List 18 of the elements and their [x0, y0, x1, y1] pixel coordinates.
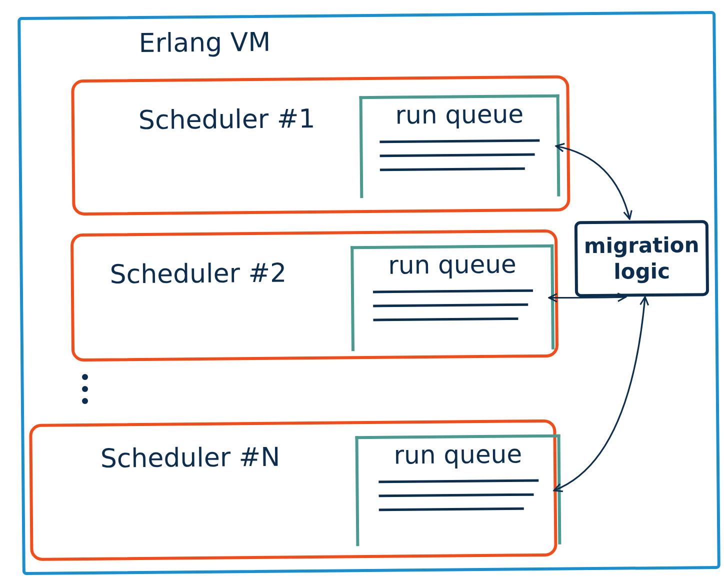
scheduler-title: Scheduler #2: [110, 258, 287, 292]
double-arrow: [555, 143, 632, 220]
queue-box: [359, 94, 560, 198]
queue-box: [350, 244, 554, 352]
double-arrow: [548, 292, 627, 302]
queue-box: [355, 434, 562, 546]
scheduler-title: Scheduler #1: [138, 103, 316, 138]
logic-box: [574, 220, 710, 298]
queue-title: run queue: [388, 252, 516, 278]
queue-title: run queue: [394, 442, 522, 468]
double-arrow: [553, 296, 649, 492]
container-title: Erlang VM: [138, 26, 271, 61]
container-frame: [18, 10, 720, 576]
scheduler-title: Scheduler #N: [100, 442, 280, 476]
scheduler-box: [71, 75, 570, 216]
scheduler-box: [70, 229, 559, 362]
queue-title: run queue: [395, 102, 524, 128]
logic-label: migration logic: [584, 232, 700, 286]
